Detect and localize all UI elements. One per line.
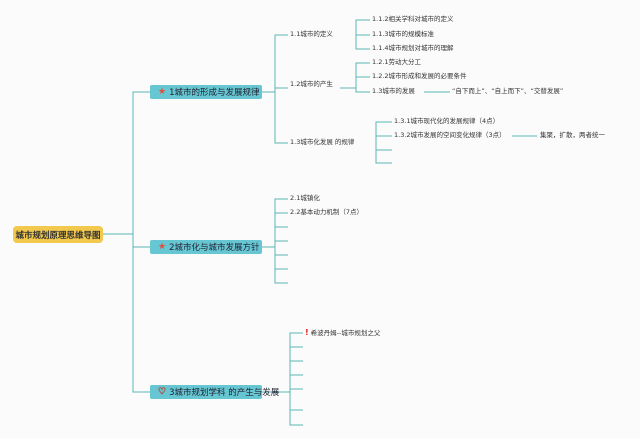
node-1-2-1[interactable]: 1.2.1劳动大分工 xyxy=(372,58,422,66)
root-node[interactable]: 城市规划原理思维导图 xyxy=(13,226,103,243)
heart-icon: ♡ xyxy=(158,386,167,397)
node-1-3[interactable]: 1.3城市化发展 的规律 xyxy=(290,138,355,146)
connector-root-branch2 xyxy=(132,234,150,248)
node-1-3-2[interactable]: 1.3.2城市发展的空间变化规律（3点） xyxy=(394,131,506,139)
branch-1-label: 1城市的形成与发展规律 xyxy=(169,88,260,98)
connector-b2 xyxy=(262,198,288,284)
node-1-3-1[interactable]: 1.3.1城市现代化的发展规律（4点） xyxy=(394,117,500,125)
node-1-2-2[interactable]: 1.2.2城市形成和发展的必要条件 xyxy=(372,72,467,80)
connector-b1-1 xyxy=(355,19,370,50)
branch-2[interactable]: ★ 2城市化与城市发展方针 xyxy=(150,240,262,254)
branch-3-label: 3城市规划学科 的产生与发展 xyxy=(169,388,280,398)
star-icon: ★ xyxy=(158,86,167,97)
node-3-1-label: 希波丹姆--城市规划之父 xyxy=(310,329,381,337)
node-1-1-2[interactable]: 1.1.2相关学科对城市的定义 xyxy=(372,15,454,23)
node-1-3-development[interactable]: 1.3城市的发展 xyxy=(372,87,415,95)
node-1-1[interactable]: 1.1城市的定义 xyxy=(290,30,333,38)
connector-b3 xyxy=(262,332,303,426)
node-1-2[interactable]: 1.2城市的产生 xyxy=(290,80,333,88)
connector-b1-2 xyxy=(340,62,370,93)
connector-b1-3 xyxy=(375,121,392,164)
connector-b1 xyxy=(262,34,288,144)
branch-2-label: 2城市化与城市发展方针 xyxy=(169,243,260,253)
node-2-1[interactable]: 2.1城镇化 xyxy=(290,194,320,202)
node-1-3-2-note[interactable]: 集聚，扩散，两者统一 xyxy=(540,131,605,139)
node-3-1[interactable]: !希波丹姆--城市规划之父 xyxy=(305,328,380,338)
node-1-1-3[interactable]: 1.1.3城市的规模标准 xyxy=(372,30,435,38)
exclamation-icon: ! xyxy=(305,328,309,337)
connector-root-branch1 xyxy=(103,91,150,235)
node-1-3-development-note[interactable]: “自下而上”、“自上而下”、“交替发展” xyxy=(452,87,564,95)
node-1-1-4[interactable]: 1.1.4城市规划对城市的理解 xyxy=(372,44,454,52)
node-2-2[interactable]: 2.2基本动力机制（7点） xyxy=(290,208,363,216)
star-icon: ★ xyxy=(158,241,167,252)
branch-3[interactable]: ♡ 3城市规划学科 的产生与发展 xyxy=(150,385,279,399)
branch-1[interactable]: ★ 1城市的形成与发展规律 xyxy=(150,85,262,99)
connector-root-branch3 xyxy=(132,234,150,393)
